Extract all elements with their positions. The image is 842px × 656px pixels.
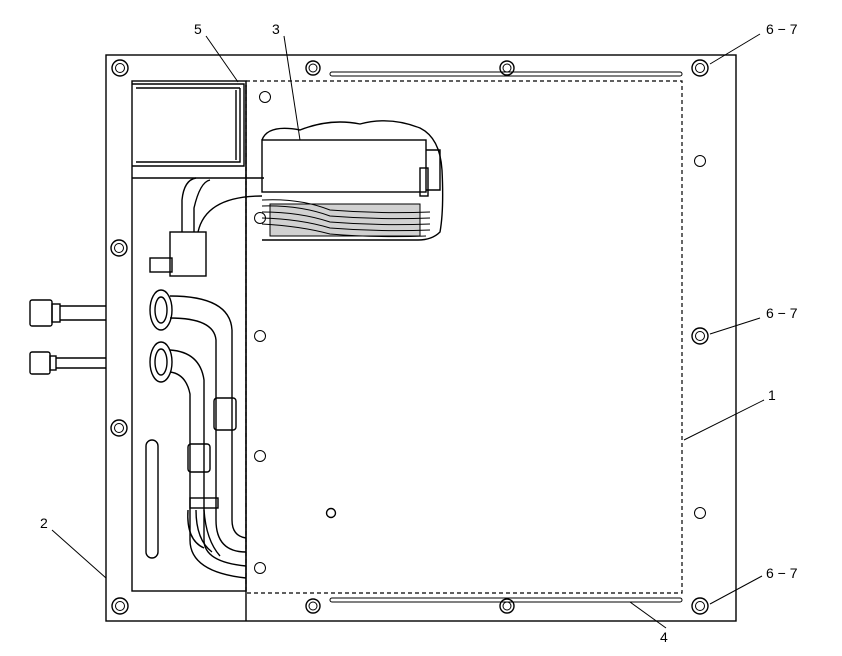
panel-holes xyxy=(254,91,706,574)
callout-5: 5 xyxy=(194,21,202,37)
callout-6-7-bottom: 6 − 7 xyxy=(766,565,798,581)
connector-tab xyxy=(149,257,173,273)
bracket xyxy=(132,83,264,179)
box-cover-outline xyxy=(261,120,444,241)
outlet-fitting xyxy=(29,351,106,375)
box-side-plate xyxy=(419,167,429,197)
connector xyxy=(169,231,207,277)
callout-6-7-top: 6 − 7 xyxy=(766,21,798,37)
tube-assembly xyxy=(149,289,247,579)
callout-6-7-mid: 6 − 7 xyxy=(766,305,798,321)
left-compartment xyxy=(131,80,247,592)
component-box xyxy=(261,139,427,193)
box-right-step xyxy=(426,149,441,191)
leader-lines xyxy=(51,33,765,629)
wire-bundle xyxy=(261,199,431,238)
callout-2: 2 xyxy=(40,515,48,531)
callout-1: 1 xyxy=(768,387,776,403)
inlet-fitting xyxy=(29,299,106,327)
mounting-holes xyxy=(110,59,709,615)
base-plate xyxy=(105,54,737,622)
connector-wires xyxy=(181,177,263,233)
callout-4: 4 xyxy=(660,629,668,645)
callout-3: 3 xyxy=(272,21,280,37)
panel-outline-dashed xyxy=(245,80,683,594)
left-slot xyxy=(145,439,159,559)
